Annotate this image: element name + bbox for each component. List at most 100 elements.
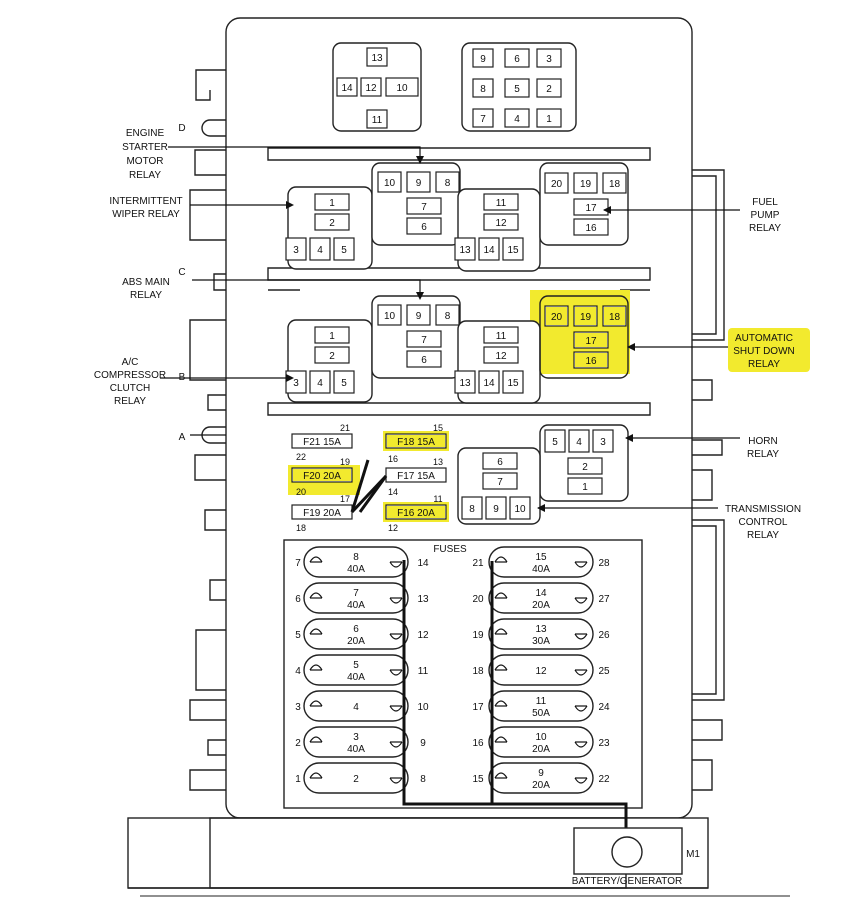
fuel-pump-relay-pin-18: 18: [609, 179, 621, 190]
arrow-head: [603, 206, 611, 214]
ac-compressor-relay-label-line-4: RELAY: [114, 396, 146, 407]
asd-relay-label-line-3: RELAY: [748, 359, 780, 370]
fuse-12-left-pin: 18: [472, 666, 484, 677]
ac-relay-pin-1: 1: [329, 331, 335, 342]
arrow-head: [625, 434, 633, 442]
fuse-14-right-pin: 27: [598, 594, 610, 605]
starter-relay-pin-8: 8: [445, 178, 451, 189]
fuse-5-number: 5: [353, 660, 359, 671]
trans-relay-pin-8: 8: [469, 504, 475, 515]
starter-relay-pin-9-box: [406, 171, 431, 193]
fuel-pump-relay-pin-19-box: [573, 172, 598, 194]
fuel-pump-relay-label-line-1: FUEL: [752, 197, 778, 208]
mini-fuse-pin-13: 13: [433, 457, 443, 467]
top-right-cell-4: 4: [514, 114, 520, 125]
fuse-3-rating: 40A: [347, 744, 365, 755]
horn-relay-pin-1-box: [567, 477, 603, 495]
abs-relay-pin-6: 6: [421, 355, 427, 366]
fuse-5-right-pin: 11: [418, 666, 429, 677]
battery-bus-wire: [402, 560, 628, 835]
relay-a-mid-pin-15: 15: [507, 245, 519, 256]
wiper-relay-pin-3-box: [285, 237, 307, 261]
fuse-4-body: [303, 690, 409, 722]
mini-fuse-f17-box: [385, 467, 447, 483]
fuel-pump-relay-pin-17-box: [573, 198, 609, 216]
relay-b-mid-pin-15: 15: [507, 378, 519, 389]
fuse-4-right-pin: 10: [417, 702, 429, 713]
mini-fuse-f17: F17 15A: [397, 471, 435, 482]
fuse-4-number: 4: [353, 702, 359, 713]
trans-relay-pin-9-box: [485, 496, 507, 520]
top-left-cell-11-box: [366, 109, 388, 129]
top-right-cell-7-box: [472, 108, 494, 128]
fuse-7-number: 7: [353, 588, 359, 599]
fuel-pump-relay-pin-16: 16: [585, 223, 597, 234]
left-side-clips: [189, 69, 226, 791]
fuse-13-body: [488, 618, 594, 650]
abs-main-relay-label-line-2: RELAY: [130, 290, 162, 301]
asd-relay-pin-18: 18: [609, 312, 621, 323]
fuse-9-rating: 20A: [532, 780, 550, 791]
trans-relay-pin-10: 10: [514, 504, 526, 515]
row-letter-a: A: [179, 432, 186, 443]
top-left-cell-14: 14: [341, 83, 353, 94]
horn-relay-pin-5-box: [544, 429, 566, 453]
top-right-cell-1-box: [536, 108, 562, 128]
trans-relay-pin-9: 9: [493, 504, 499, 515]
ac-relay-pin-2: 2: [329, 351, 335, 362]
top-right-cell-5-box: [504, 78, 530, 98]
relay-b-mid-pin-14-box: [478, 370, 500, 394]
trans-relay-pin-7: 7: [497, 477, 503, 488]
relay-a-mid-pin-11-box: [483, 193, 519, 211]
fuse-13-rating: 30A: [532, 636, 550, 647]
ac-relay-pin-4-box: [309, 370, 331, 394]
top-right-cell-8-box: [472, 78, 494, 98]
relay-b-mid-pin-14: 14: [483, 378, 495, 389]
relay-b-mid-pin-12: 12: [495, 351, 507, 362]
transmission-control-relay-label-line-3: RELAY: [747, 530, 779, 541]
starter-relay-pin-10-box: [377, 171, 402, 193]
relay-b-mid-pin-11-box: [483, 326, 519, 344]
ac-relay-pin-2-box: [314, 346, 350, 364]
asd-relay-pin-19: 19: [580, 312, 592, 323]
mini-fuse-pin-19: 19: [340, 457, 350, 467]
relay-a-mid-pin-12: 12: [495, 218, 507, 229]
top-right-cell-1: 1: [546, 114, 552, 125]
starter-relay-pin-6-box: [406, 217, 442, 235]
starter-relay-pin-8-box: [435, 171, 460, 193]
abs-relay-pin-10-box: [377, 304, 402, 326]
asd-relay-label-line-1: AUTOMATIC: [735, 333, 793, 344]
top-right-cell-3: 3: [546, 54, 552, 65]
relay-b-mid-pin-11: 11: [496, 331, 507, 342]
top-right-cell-5: 5: [514, 84, 520, 95]
housing-outline: [225, 17, 693, 819]
relay-a-mid-pin-14: 14: [483, 245, 495, 256]
starter-relay-pin-6: 6: [421, 222, 427, 233]
fuse-8-left-pin: 7: [295, 558, 301, 569]
fuse-5-left-pin: 4: [295, 666, 301, 677]
fuse-10-left-pin: 16: [472, 738, 484, 749]
mini-fuse-f19-box: [291, 504, 353, 520]
mini-fuse-f20: F20 20A: [303, 471, 341, 482]
starter-relay-pin-10: 10: [384, 178, 396, 189]
asd-label-highlight: [728, 328, 810, 372]
asd-relay-pin-20: 20: [551, 312, 563, 323]
fuse-2-body: [303, 762, 409, 794]
transmission-control-relay-label-line-2: CONTROL: [739, 517, 788, 528]
top-right-cell-7: 7: [480, 114, 486, 125]
fuse-10-body: [488, 726, 594, 758]
fuse-7-right-pin: 13: [417, 594, 429, 605]
mini-fuse-pin-21: 21: [340, 423, 350, 433]
ac-compressor-relay-label-line-2: COMPRESSOR: [94, 370, 166, 381]
starter-relay-pin-7: 7: [421, 202, 427, 213]
fuse-8-number: 8: [353, 552, 359, 563]
row-letter-b: B: [179, 372, 186, 383]
relay-b-mid-pin-13: 13: [459, 378, 471, 389]
ac-relay-pin-3: 3: [293, 378, 299, 389]
transmission-control-relay-label-line-1: TRANSMISSION: [725, 504, 801, 515]
fuse-6-number: 6: [353, 624, 359, 635]
fuse-9-body: [488, 762, 594, 794]
fuse-7-body: [303, 582, 409, 614]
fuse-10-right-pin: 23: [598, 738, 610, 749]
